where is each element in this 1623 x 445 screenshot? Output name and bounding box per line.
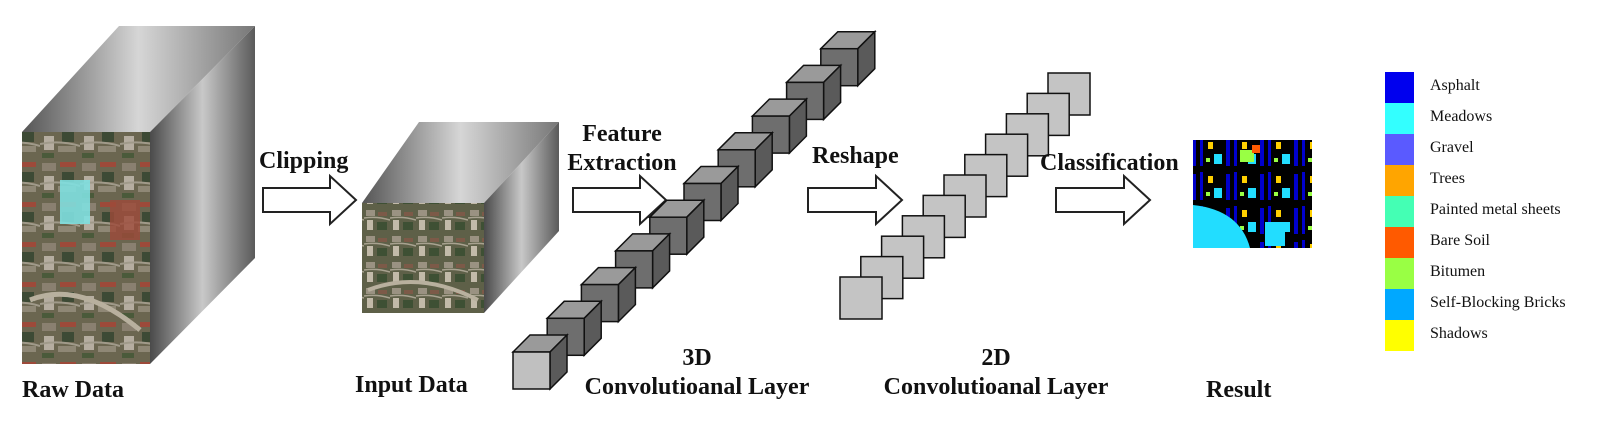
conv2d-square: [839, 276, 883, 320]
legend-swatch: [1385, 103, 1414, 134]
conv2d-label: 2D Convolutioanal Layer: [884, 344, 1109, 402]
reshape-label: Reshape: [812, 143, 899, 169]
legend-label: Painted metal sheets: [1430, 201, 1561, 218]
legend-label: Trees: [1430, 170, 1465, 187]
clipping-label: Clipping: [259, 148, 349, 174]
legend-item: Bare Soil: [1385, 227, 1623, 258]
conv3d-cube: [511, 333, 569, 391]
legend-swatch: [1385, 227, 1414, 258]
legend-item: Meadows: [1385, 103, 1623, 134]
classification-label: Classification: [1040, 150, 1179, 176]
conv3d-label: 3D Convolutioanal Layer: [585, 344, 810, 402]
raw-data-label: Raw Data: [22, 377, 124, 403]
legend-label: Self-Blocking Bricks: [1430, 294, 1566, 311]
conv2d-layer: [839, 72, 1091, 320]
conv3d-cube: [716, 130, 775, 189]
conv2d-label-line1: 2D: [981, 345, 1011, 371]
conv3d-label-line2: Convolutioanal Layer: [584, 374, 810, 400]
conv2d-label-line2: Convolutioanal Layer: [883, 374, 1109, 400]
feature-label-line1: Feature: [582, 121, 662, 147]
legend-item: Trees: [1385, 165, 1623, 196]
legend-item: Bitumen: [1385, 258, 1623, 289]
conv3d-cube: [750, 97, 809, 155]
classification-arrow: [1055, 173, 1152, 227]
raw-data-image: [22, 132, 150, 364]
legend-item: Self-Blocking Bricks: [1385, 289, 1623, 320]
raw-data-cube: [22, 26, 255, 364]
legend-swatch: [1385, 289, 1414, 320]
input-data-image: [362, 203, 484, 313]
legend-swatch: [1385, 165, 1414, 196]
reshape-arrow: [807, 173, 904, 227]
legend-item: Asphalt: [1385, 72, 1623, 103]
input-data-cube: [362, 122, 559, 313]
legend-swatch: [1385, 258, 1414, 289]
legend-label: Asphalt: [1430, 77, 1480, 94]
legend-label: Gravel: [1430, 139, 1474, 156]
legend-label: Meadows: [1430, 108, 1493, 125]
legend-item: Shadows: [1385, 320, 1623, 351]
legend-label: Bitumen: [1430, 263, 1486, 280]
legend-swatch: [1385, 134, 1414, 165]
legend-swatch: [1385, 72, 1414, 103]
feature-extraction-arrow: [572, 173, 668, 227]
conv3d-layer: [511, 29, 877, 391]
legend-label: Shadows: [1430, 325, 1488, 342]
input-data-label: Input Data: [355, 372, 468, 398]
feature-label-line2: Extraction: [567, 150, 677, 176]
clipping-arrow: [262, 173, 358, 227]
legend-swatch: [1385, 196, 1414, 227]
legend-item: Gravel: [1385, 134, 1623, 165]
result-map: [1193, 140, 1312, 248]
feature-extraction-label: Feature Extraction: [567, 120, 676, 178]
conv3d-label-line1: 3D: [682, 345, 712, 371]
legend-swatch: [1385, 320, 1414, 351]
result-label: Result: [1206, 377, 1272, 403]
legend-label: Bare Soil: [1430, 232, 1490, 249]
legend-item: Painted metal sheets: [1385, 196, 1623, 227]
